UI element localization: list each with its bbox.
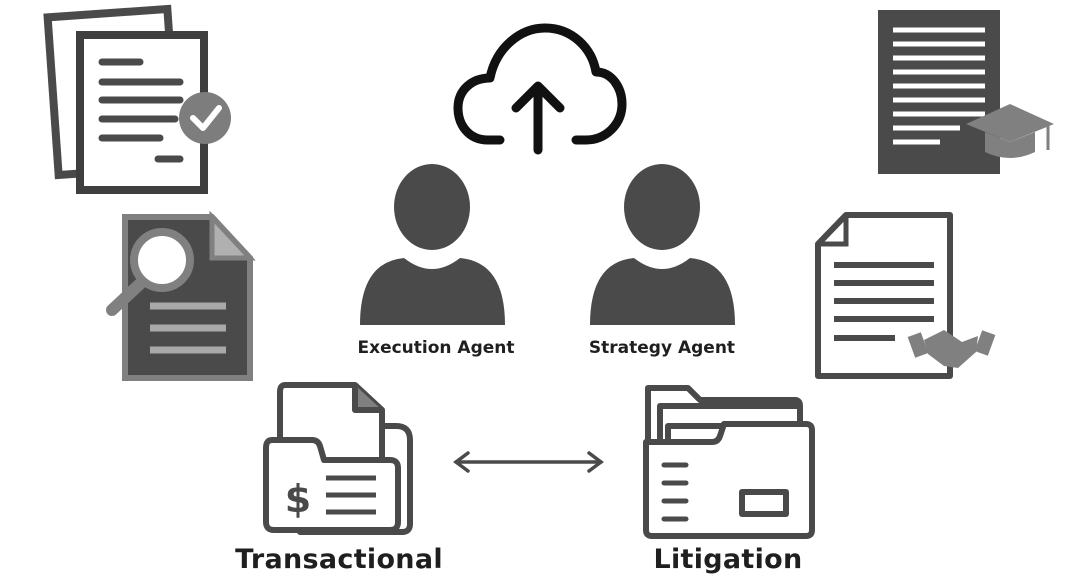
contract-handshake-icon: [815, 212, 996, 379]
transactional-label: Transactional: [235, 544, 443, 575]
execution-agent-label: Execution Agent: [357, 338, 515, 358]
folder-lines: [661, 462, 689, 522]
financial-documents-icon: [263, 382, 413, 535]
litigation-label: Litigation: [653, 544, 803, 575]
approved-documents-icon: [43, 4, 231, 194]
dollar-sign-icon: $: [285, 475, 376, 521]
education-document-icon: [878, 10, 1054, 174]
execution-agent-avatar: [360, 164, 505, 325]
bidirectional-arrow-icon: [453, 451, 604, 473]
strategy-agent-label: Strategy Agent: [588, 338, 736, 358]
cloud-upload-icon: [453, 23, 627, 155]
case-folder-icon: [643, 385, 815, 539]
svg-text:$: $: [285, 477, 311, 521]
strategy-agent-avatar: [590, 164, 735, 325]
document-search-icon: [106, 210, 256, 381]
